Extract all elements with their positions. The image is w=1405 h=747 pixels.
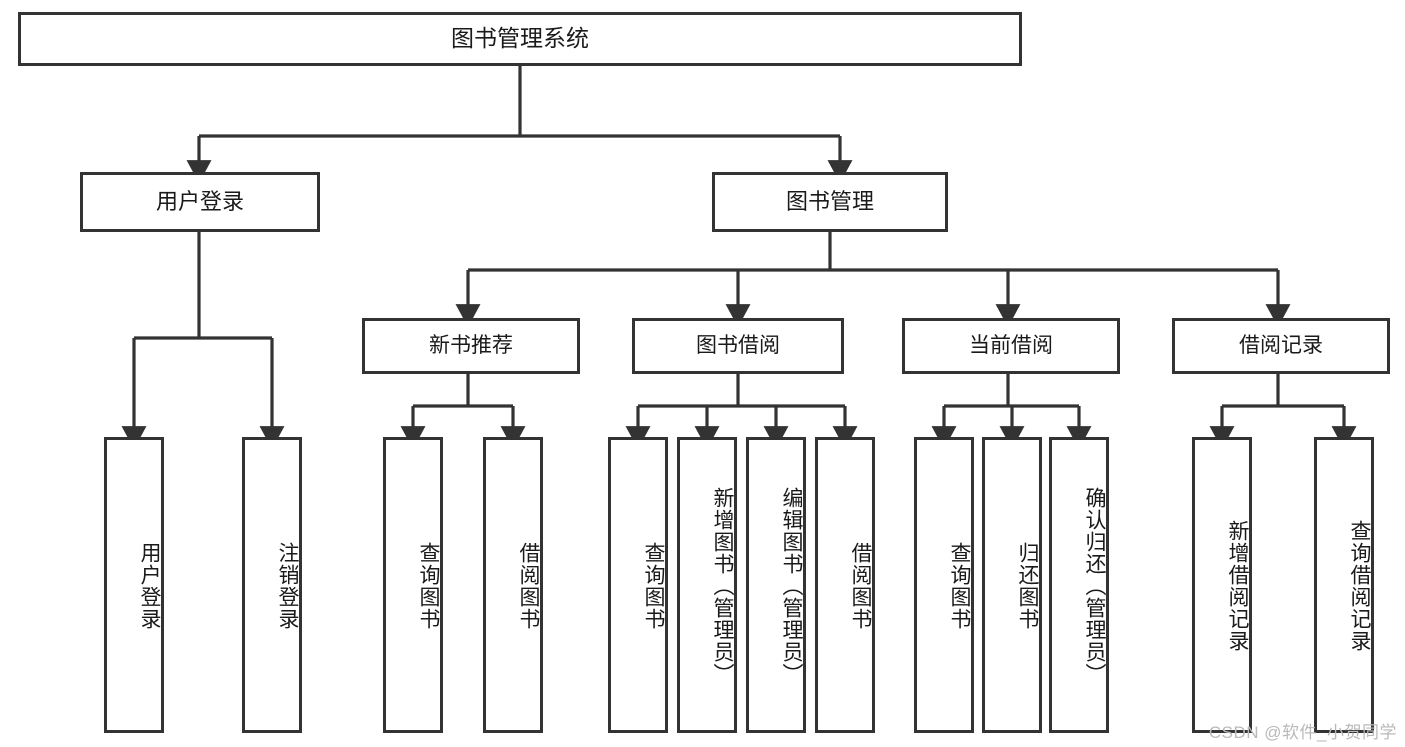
node-leaf-add-book[interactable]: 新增图书（管理员） xyxy=(677,437,737,733)
node-leaf-borrow-book-1-label: 借阅图书 xyxy=(517,542,540,630)
node-leaf-borrow-book-1[interactable]: 借阅图书 xyxy=(483,437,543,733)
node-leaf-user-login[interactable]: 用户登录 xyxy=(104,437,164,733)
node-user-login-label: 用户登录 xyxy=(155,189,244,215)
node-leaf-edit-book[interactable]: 编辑图书（管理员） xyxy=(746,437,806,733)
node-borrow-record[interactable]: 借阅记录 xyxy=(1172,318,1390,374)
node-root-label: 图书管理系统 xyxy=(451,25,589,52)
node-root[interactable]: 图书管理系统 xyxy=(18,12,1022,66)
node-book-management-label: 图书管理 xyxy=(785,189,874,215)
node-leaf-logout-login-label: 注销登录 xyxy=(276,542,299,630)
node-current-borrow[interactable]: 当前借阅 xyxy=(902,318,1120,374)
node-leaf-confirm-return-label: 确认归还（管理员） xyxy=(1083,487,1106,685)
node-new-book-recommend-label: 新书推荐 xyxy=(429,333,513,357)
node-book-borrow-label: 图书借阅 xyxy=(696,333,780,357)
node-leaf-return-book[interactable]: 归还图书 xyxy=(982,437,1042,733)
node-leaf-user-login-label: 用户登录 xyxy=(138,542,161,630)
node-new-book-recommend[interactable]: 新书推荐 xyxy=(362,318,580,374)
node-book-borrow[interactable]: 图书借阅 xyxy=(632,318,844,374)
node-leaf-return-book-label: 归还图书 xyxy=(1016,542,1039,630)
node-leaf-borrow-book-2-label: 借阅图书 xyxy=(849,542,872,630)
node-leaf-edit-book-label: 编辑图书（管理员） xyxy=(780,487,803,685)
node-current-borrow-label: 当前借阅 xyxy=(969,333,1053,357)
node-book-management[interactable]: 图书管理 xyxy=(712,172,948,232)
node-leaf-query-book-2[interactable]: 查询图书 xyxy=(608,437,668,733)
node-leaf-add-record-label: 新增借阅记录 xyxy=(1226,520,1249,652)
node-leaf-add-record[interactable]: 新增借阅记录 xyxy=(1192,437,1252,733)
node-leaf-query-record-label: 查询借阅记录 xyxy=(1348,520,1371,652)
node-leaf-confirm-return[interactable]: 确认归还（管理员） xyxy=(1049,437,1109,733)
node-leaf-logout-login[interactable]: 注销登录 xyxy=(242,437,302,733)
node-borrow-record-label: 借阅记录 xyxy=(1239,333,1323,357)
node-leaf-query-book-3[interactable]: 查询图书 xyxy=(914,437,974,733)
node-leaf-query-record[interactable]: 查询借阅记录 xyxy=(1314,437,1374,733)
node-leaf-query-book-2-label: 查询图书 xyxy=(642,542,665,630)
node-user-login[interactable]: 用户登录 xyxy=(80,172,320,232)
node-leaf-query-book-1-label: 查询图书 xyxy=(417,542,440,630)
watermark-text: CSDN @软件_小贺同学 xyxy=(1208,723,1397,742)
node-leaf-query-book-3-label: 查询图书 xyxy=(948,542,971,630)
node-leaf-query-book-1[interactable]: 查询图书 xyxy=(383,437,443,733)
node-leaf-borrow-book-2[interactable]: 借阅图书 xyxy=(815,437,875,733)
node-leaf-add-book-label: 新增图书（管理员） xyxy=(711,487,734,685)
